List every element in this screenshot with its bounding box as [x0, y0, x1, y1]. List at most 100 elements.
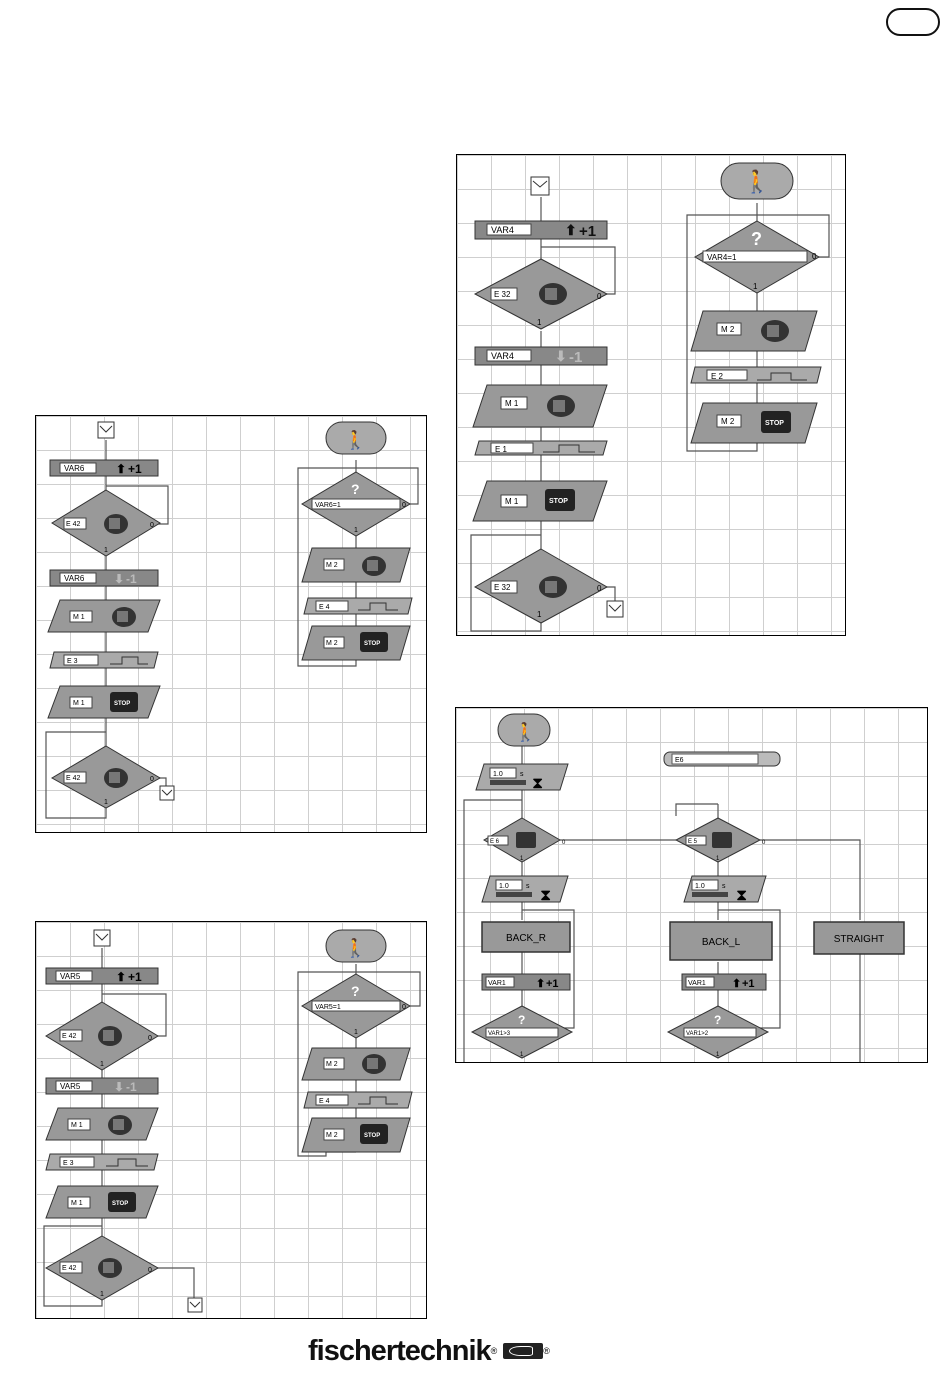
- question-icon: ?: [751, 229, 762, 249]
- branch-input-label: E 42: [66, 775, 81, 782]
- counter-up-block[interactable]: VAR4 ⬆ +1: [474, 220, 608, 240]
- motor-running-icon: [362, 556, 386, 576]
- start-block-icon[interactable]: [97, 421, 115, 439]
- condition-branch[interactable]: ? VAR4=1 0 1: [694, 220, 820, 294]
- motor-on-block[interactable]: M 1: [45, 1107, 159, 1141]
- wait-time-value: 1.0: [499, 883, 509, 890]
- condition-left[interactable]: ? VAR1>3 1: [470, 1005, 574, 1059]
- input-branch-a[interactable]: E 32 0 1: [473, 258, 609, 330]
- motor-off-block[interactable]: M 1 STOP: [47, 685, 161, 719]
- motor-output-label: M 1: [71, 1122, 83, 1129]
- motor2-on-block[interactable]: M 2: [690, 310, 818, 352]
- fish-logo-icon: [503, 1343, 544, 1359]
- program-start-pill[interactable]: 🚶: [720, 162, 794, 200]
- branch-no-label: 0: [148, 1267, 152, 1274]
- counter-down-block[interactable]: VAR4 ⬇ -1: [474, 346, 608, 366]
- program-start-pill[interactable]: 🚶: [325, 421, 387, 455]
- end-block-icon[interactable]: [159, 785, 175, 801]
- walking-man-icon: 🚶: [344, 429, 366, 450]
- subprogram-label: BACK_L: [702, 937, 741, 948]
- counter-variable-label: VAR1: [488, 980, 506, 987]
- wait-time-value: 1.0: [493, 771, 503, 778]
- condition-right[interactable]: ? VAR1>2 1: [666, 1005, 770, 1059]
- counter-up-block[interactable]: VAR5 ⬆ +1: [45, 967, 159, 985]
- wait-input-2-block[interactable]: E 4: [303, 597, 413, 615]
- motor-stop-icon: STOP: [110, 692, 138, 712]
- wait-input-block[interactable]: E 3: [45, 1153, 159, 1171]
- start-block-icon[interactable]: [530, 176, 550, 196]
- counter-op-label: +1: [128, 462, 142, 476]
- branch-input-label: E 32: [494, 583, 511, 592]
- wait-input-label: E 4: [319, 1098, 330, 1105]
- branch-no-label: 0: [150, 522, 154, 529]
- motor2-off-block[interactable]: M 2 STOP: [301, 1117, 411, 1153]
- wait-time-block-3[interactable]: 1.0 s ⧗: [683, 875, 767, 904]
- input-branch-left[interactable]: E 6 0 1: [483, 817, 566, 863]
- wait-input-2-block[interactable]: E 4: [303, 1091, 413, 1109]
- motor-stop-icon: STOP: [360, 1124, 388, 1144]
- branch-no-label: 0: [148, 1035, 152, 1042]
- motor-on-block[interactable]: M 1: [472, 384, 608, 428]
- straight-subprogram[interactable]: STRAIGHT: [813, 921, 905, 955]
- wait-time-block-1[interactable]: 1.0 s ⧗: [475, 763, 569, 792]
- condition-label: VAR5=1: [315, 1004, 341, 1011]
- condition-branch[interactable]: ? VAR6=1 0 1: [301, 471, 411, 537]
- down-arrow-icon: ⬇: [114, 1080, 124, 1094]
- counter-up-left[interactable]: VAR1 ⬆ +1: [481, 973, 571, 991]
- counter-variable-label: VAR6: [64, 574, 85, 583]
- motor-off-block[interactable]: M 1 STOP: [472, 480, 608, 522]
- wait-time-block-2[interactable]: 1.0 s ⧗: [481, 875, 569, 904]
- back-r-subprogram[interactable]: BACK_R: [481, 921, 571, 953]
- counter-up-block[interactable]: VAR6 ⬆ +1: [49, 459, 159, 477]
- motor-output-label: M 2: [721, 417, 735, 426]
- input-branch-a[interactable]: E 42 0 1: [45, 1001, 159, 1071]
- motor-output-label: M 2: [326, 1132, 338, 1139]
- back-l-subprogram[interactable]: BACK_L: [669, 921, 773, 961]
- motor2-off-block[interactable]: M 2 STOP: [301, 625, 411, 661]
- sensor-icon: [516, 832, 536, 848]
- wait-input-block[interactable]: E 3: [49, 651, 159, 669]
- counter-down-block[interactable]: VAR6 ⬇ -1: [49, 569, 159, 587]
- condition-branch[interactable]: ? VAR5=1 0 1: [301, 973, 411, 1039]
- svg-text:STOP: STOP: [112, 1201, 128, 1207]
- condition-label: VAR1>2: [686, 1031, 709, 1037]
- branch-yes-label: 1: [520, 856, 524, 862]
- input-branch-right[interactable]: E 5 0 1: [674, 817, 766, 863]
- up-arrow-icon: ⬆: [732, 978, 741, 990]
- counter-up-right[interactable]: VAR1 ⬆ +1: [681, 973, 767, 991]
- counter-op-label: +1: [546, 978, 559, 990]
- question-icon: ?: [518, 1013, 525, 1027]
- branch-yes-label: 1: [104, 547, 108, 554]
- branch-yes-label: 1: [104, 799, 108, 806]
- input-branch-a[interactable]: E 42 0 1: [51, 489, 161, 557]
- input-branch-b[interactable]: E 42 0 1: [44, 1235, 160, 1301]
- svg-text:STOP: STOP: [549, 498, 568, 505]
- input-branch-b[interactable]: E 32 0 1: [473, 548, 609, 624]
- wait-input-block[interactable]: E 1: [474, 440, 608, 456]
- branch-no-label: 0: [597, 292, 602, 301]
- motor-output-label: M 2: [326, 1061, 338, 1068]
- end-block-icon[interactable]: [606, 600, 624, 618]
- wait-input-2-block[interactable]: E 2: [690, 366, 822, 384]
- counter-op-label: +1: [579, 223, 596, 240]
- motor-on-block[interactable]: M 1: [47, 599, 161, 633]
- motor2-on-block[interactable]: M 2: [301, 1047, 411, 1081]
- program-start-pill[interactable]: 🚶: [497, 713, 551, 747]
- motor-off-block[interactable]: M 1 STOP: [45, 1185, 159, 1219]
- motor2-on-block[interactable]: M 2: [301, 547, 411, 583]
- branch-yes-label: 1: [716, 856, 720, 862]
- motor-output-label: M 1: [505, 399, 519, 408]
- program-start-pill[interactable]: 🚶: [325, 929, 387, 963]
- counter-down-block[interactable]: VAR5 ⬇ -1: [45, 1077, 159, 1095]
- flowchart-canvas: VAR4 ⬆ +1 E 32 0 1 VAR4 ⬇ -1 M 1 E 1 M 1…: [470, 162, 830, 632]
- motor2-off-block[interactable]: M 2 STOP: [690, 402, 818, 444]
- start-block-icon[interactable]: [93, 929, 111, 947]
- input-branch-b[interactable]: E 42 0 1: [50, 745, 162, 809]
- branch-no-label: 0: [762, 840, 766, 846]
- display-label: E6: [675, 757, 684, 764]
- motor-output-label: M 1: [505, 497, 519, 506]
- wait-time-unit: s: [520, 771, 524, 778]
- flowchart-panel-middle-left: VAR6 ⬆ +1 E 42 0 1 VAR6 ⬇ -1 M 1 E 3 M 1…: [35, 415, 427, 833]
- flowchart-panel-top-right: VAR4 ⬆ +1 E 32 0 1 VAR4 ⬇ -1 M 1 E 1 M 1…: [456, 154, 846, 636]
- end-block-icon[interactable]: [187, 1297, 203, 1313]
